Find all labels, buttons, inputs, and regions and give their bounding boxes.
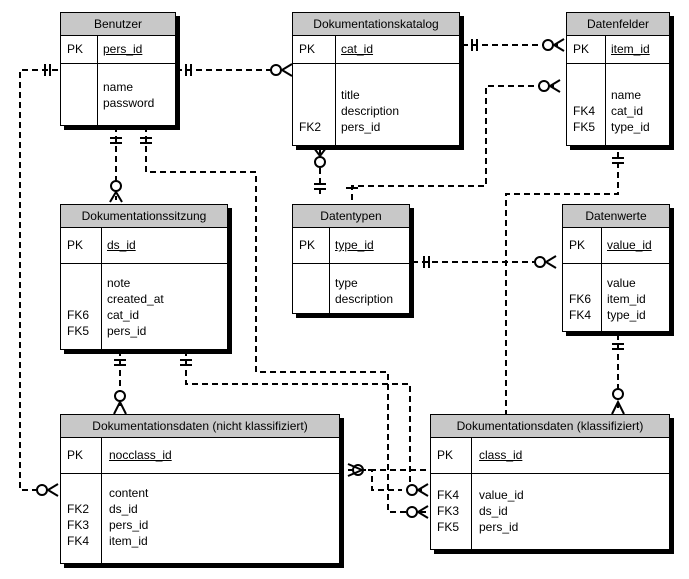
entity-title: Dokumentationskatalog — [293, 13, 459, 36]
attribute: password — [103, 96, 155, 110]
pk-label: PK — [67, 238, 84, 252]
attribute-list: type description — [335, 275, 393, 307]
pk-name: ds_id — [107, 238, 136, 252]
entity-title: Datenwerte — [563, 205, 669, 228]
attribute: description — [341, 104, 400, 118]
attribute-list: title description pers_id — [341, 87, 399, 135]
attribute: type_id — [611, 120, 650, 134]
pk-name: item_id — [611, 42, 650, 56]
entity-datentypen: Datentypen PK type_id type description — [292, 204, 414, 318]
attribute-list: value item_id type_id — [607, 275, 646, 323]
pk-label: PK — [67, 42, 84, 56]
entity-title: Dokumentationssitzung — [61, 205, 227, 228]
pk-label: PK — [437, 448, 454, 462]
attribute: content — [109, 486, 149, 500]
attribute: pers_id — [109, 518, 149, 532]
attribute: cat_id — [107, 308, 140, 322]
rel-datenfelder-datentypen — [351, 85, 554, 200]
attribute: cat_id — [611, 104, 644, 118]
entity-dokumentationskatalog: Dokumentationskatalog PK cat_id FK2 titl… — [292, 12, 464, 150]
rel-benutzer-nicht — [19, 69, 58, 491]
entity-title: Benutzer — [61, 13, 175, 36]
attribute-list: name cat_id type_id — [611, 87, 650, 135]
attribute-list: name password — [103, 79, 154, 111]
attribute: pers_id — [479, 520, 519, 534]
attribute: value — [607, 276, 636, 290]
attribute: pers_id — [341, 120, 381, 134]
entity-dokumentationsdaten-nicht-klassifiziert: Dokumentationsdaten (nicht klassifiziert… — [60, 414, 344, 568]
attribute: created_at — [107, 292, 164, 306]
entity-dokumentationsdaten-klassifiziert: Dokumentationsdaten (klassifiziert) PK c… — [430, 414, 674, 554]
pk-name: class_id — [479, 448, 523, 462]
attribute: description — [335, 292, 394, 306]
attribute-list: content ds_id pers_id item_id — [109, 485, 148, 549]
attribute: note — [107, 276, 131, 290]
rel-benutzer-klass — [145, 126, 426, 513]
rel-sitzung-klass — [185, 350, 426, 491]
attribute: name — [103, 80, 134, 94]
attribute: value_id — [479, 488, 524, 502]
entity-title: Datentypen — [293, 205, 409, 228]
attribute: item_id — [607, 292, 646, 306]
attribute: type_id — [607, 308, 646, 322]
entity-title: Datenfelder — [567, 13, 669, 36]
attribute: ds_id — [109, 502, 138, 516]
pk-name: type_id — [335, 238, 374, 252]
attribute-list: note created_at cat_id pers_id — [107, 275, 164, 339]
attribute: pers_id — [107, 324, 147, 338]
attribute: title — [341, 88, 360, 102]
pk-name: pers_id — [103, 42, 143, 56]
entity-title: Dokumentationsdaten (nicht klassifiziert… — [61, 415, 339, 438]
attribute: ds_id — [479, 504, 508, 518]
attribute-list: value_id ds_id pers_id — [479, 487, 524, 535]
pk-label: PK — [569, 238, 586, 252]
pk-name: nocclass_id — [109, 448, 172, 462]
entity-benutzer: Benutzer PK pers_id name password — [60, 12, 180, 130]
pk-label: PK — [299, 42, 316, 56]
entity-title: Dokumentationsdaten (klassifiziert) — [431, 415, 669, 438]
pk-name: value_id — [607, 238, 652, 252]
pk-label: PK — [299, 238, 316, 252]
pk-name: cat_id — [341, 42, 374, 56]
pk-label: PK — [67, 448, 84, 462]
fk-labels: FK2 — [299, 120, 322, 134]
attribute: type — [335, 276, 358, 290]
attribute: item_id — [109, 534, 148, 548]
attribute: name — [611, 88, 642, 102]
pk-label: PK — [573, 42, 590, 56]
